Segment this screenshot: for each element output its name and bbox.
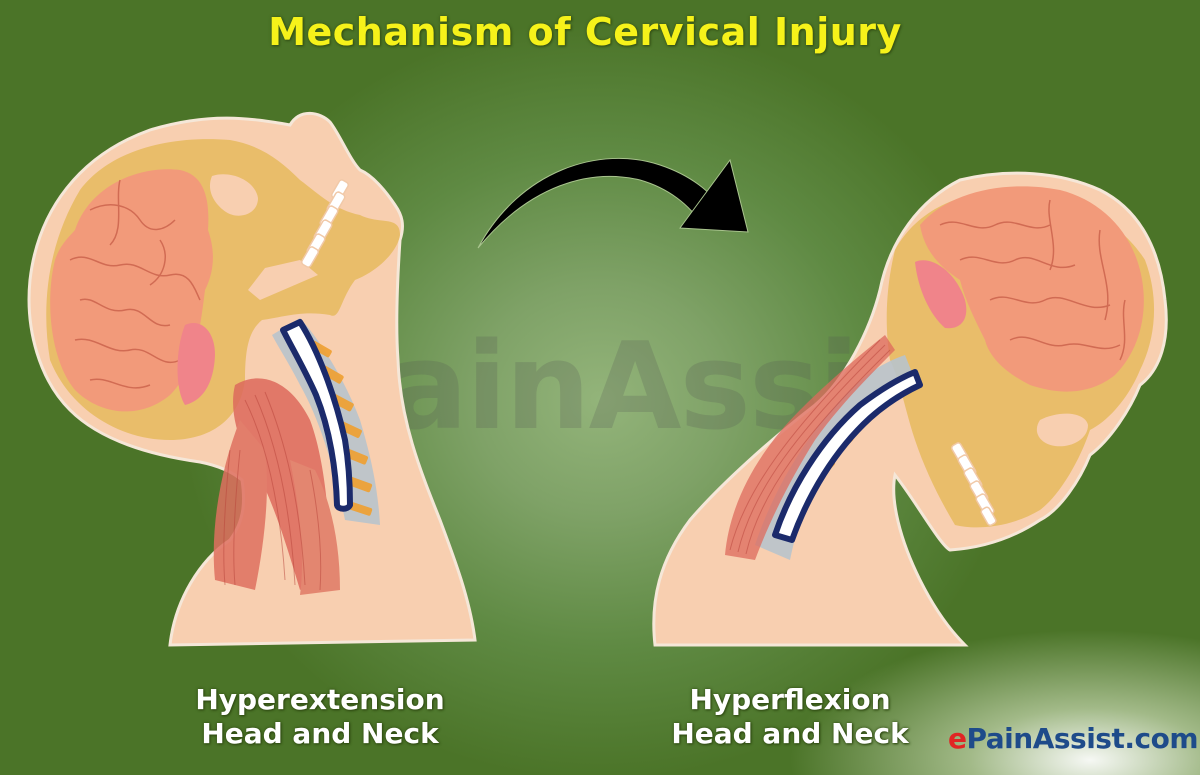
right-spinal-cord [772, 369, 923, 543]
diagram-title: Mechanism of Cervical Injury [268, 10, 902, 54]
hyperextension-caption-line1: Hyperextension [195, 683, 445, 716]
left-eye-socket [209, 174, 258, 216]
hyperextension-figure [27, 111, 477, 647]
left-muscle-striations [223, 391, 322, 591]
left-spinal-cord [280, 319, 353, 512]
left-neck-muscles [213, 378, 340, 595]
hyperextension-caption-line2: Head and Neck [201, 717, 439, 750]
right-eye-socket [1036, 413, 1088, 447]
hyperflexion-caption: Hyperflexion Head and Neck [660, 683, 920, 751]
right-neck-muscles [725, 335, 895, 560]
brand-logo-prefix: e [948, 722, 967, 755]
left-jaw-gap [248, 260, 318, 300]
hyperflexion-caption-line2: Head and Neck [671, 717, 909, 750]
right-cerebellum [915, 260, 967, 329]
left-brain [50, 169, 213, 412]
left-brain-folds [69, 179, 201, 389]
right-teeth [951, 442, 997, 526]
brand-logo-text: PainAssist.com [966, 722, 1199, 755]
right-brain-folds [939, 199, 1126, 361]
brand-logo: ePainAssist.com [948, 722, 1198, 755]
hyperextension-caption: Hyperextension Head and Neck [170, 683, 470, 751]
right-brain [920, 186, 1144, 392]
left-teeth [301, 179, 349, 268]
right-muscle-striations [729, 339, 891, 555]
hyperflexion-caption-line1: Hyperflexion [689, 683, 891, 716]
left-cerebellum [177, 323, 215, 405]
curved-arrow-icon [477, 158, 749, 249]
hyperflexion-figure [652, 171, 1168, 647]
